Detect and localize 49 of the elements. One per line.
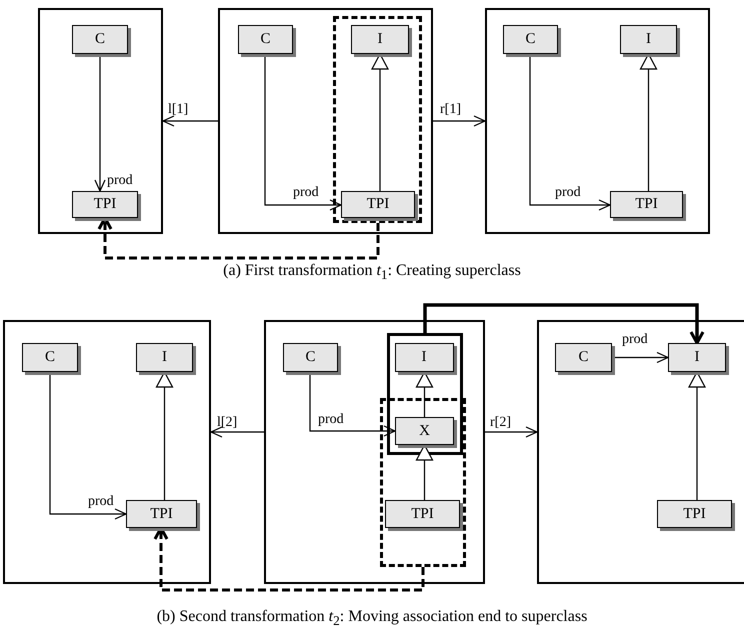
class-box: I bbox=[668, 343, 726, 372]
edge-label: l[2] bbox=[217, 416, 238, 430]
panel-frame bbox=[218, 8, 433, 234]
edge-label: prod bbox=[555, 186, 581, 200]
selection-box bbox=[387, 333, 463, 455]
class-box: C bbox=[238, 25, 293, 54]
edge-label: prod bbox=[622, 333, 648, 347]
arrow bbox=[94, 54, 106, 192]
caption: (b) Second transformation t$_{2}$: Moving association end to superclass bbox=[156, 608, 588, 629]
arrow bbox=[264, 54, 342, 211]
class-box: TPI bbox=[610, 191, 683, 218]
dashed-selection-box bbox=[333, 16, 422, 223]
panel-frame bbox=[38, 8, 163, 234]
edge-label: prod bbox=[88, 495, 114, 509]
class-box: I bbox=[620, 25, 677, 54]
class-box: C bbox=[283, 343, 338, 372]
class-box: TPI bbox=[72, 191, 138, 218]
class-box: C bbox=[503, 25, 558, 54]
edge-label: l[1] bbox=[168, 103, 188, 117]
dashed-selection-box bbox=[380, 398, 466, 567]
panel-frame bbox=[3, 320, 211, 584]
class-box: C bbox=[22, 343, 78, 372]
arrow bbox=[423, 303, 704, 344]
arrow bbox=[49, 372, 127, 520]
arrow bbox=[612, 352, 669, 364]
class-box: X bbox=[395, 417, 454, 445]
class-box: TPI bbox=[657, 500, 732, 528]
arrow bbox=[485, 426, 538, 438]
edge-label: r[1] bbox=[440, 103, 461, 117]
edge-label: r[2] bbox=[490, 416, 511, 430]
arrow bbox=[162, 115, 218, 127]
class-box: I bbox=[136, 343, 193, 372]
panel-frame bbox=[485, 8, 710, 234]
edge-label: prod bbox=[293, 186, 319, 200]
panel-frame bbox=[537, 320, 744, 584]
arrow bbox=[309, 372, 396, 437]
class-box: TPI bbox=[341, 191, 415, 218]
caption: (a) First transformation t$_{1}$: Creating superclass bbox=[223, 262, 521, 283]
edge-label: prod bbox=[107, 174, 133, 188]
arrow bbox=[529, 54, 611, 211]
edge-label: prod bbox=[318, 413, 344, 427]
arrow bbox=[433, 115, 486, 127]
class-box: TPI bbox=[126, 500, 197, 528]
class-box: C bbox=[72, 25, 128, 54]
arrow bbox=[210, 426, 264, 438]
panel-frame bbox=[264, 320, 485, 584]
class-box: TPI bbox=[385, 500, 460, 528]
class-box: I bbox=[351, 25, 409, 54]
class-box: C bbox=[555, 343, 612, 372]
